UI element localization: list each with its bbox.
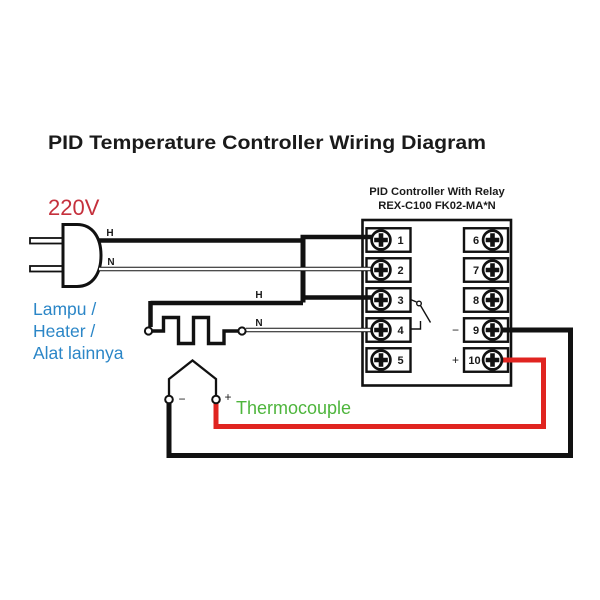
screw-terminal-2	[370, 259, 392, 281]
load-label-line2: Heater /	[33, 321, 95, 341]
neutral-label-plug: N	[107, 257, 114, 268]
load-label-line1: Lampu /	[33, 299, 96, 319]
terminal-number-5: 5	[397, 355, 403, 367]
screw-terminal-4	[370, 319, 392, 341]
relay-contact	[416, 300, 423, 307]
terminal-9-sign: −	[452, 323, 459, 337]
power-plug	[29, 223, 103, 288]
terminal-number-2: 2	[397, 265, 403, 277]
heater-coil	[152, 315, 238, 346]
terminal-number-10: 10	[468, 355, 480, 367]
screw-terminal-7	[481, 259, 504, 281]
thermocouple-positive-sign: +	[224, 390, 231, 404]
terminal-number-9: 9	[473, 325, 479, 337]
heater-terminal-right	[237, 326, 247, 336]
screw-terminal-1	[370, 229, 392, 251]
plug-prong-neutral	[29, 265, 65, 273]
screw-terminal-3	[370, 289, 392, 311]
thermocouple-terminal-negative	[164, 394, 174, 405]
controller-name-line2: REX-C100 FK02-MA*N	[378, 200, 496, 212]
relay-lead-4	[410, 321, 422, 330]
terminal-number-3: 3	[397, 295, 403, 307]
terminal-number-7: 7	[473, 265, 479, 277]
terminal-number-6: 6	[473, 235, 479, 247]
thermocouple-symbol	[164, 359, 221, 405]
relay-blade	[419, 305, 432, 323]
heater-terminal-left	[143, 326, 154, 336]
wire-thermocouple-positive	[213, 357, 546, 429]
screw-terminal-5	[370, 349, 392, 371]
wires	[99, 234, 573, 458]
plug-prong-live	[29, 237, 65, 245]
terminal-number-1: 1	[397, 235, 403, 247]
screw-terminal-8	[481, 289, 504, 311]
terminal-number-8: 8	[473, 295, 479, 307]
thermocouple-label: Thermocouple	[236, 398, 351, 418]
screw-terminal-10	[481, 349, 504, 371]
terminal-number-4: 4	[397, 325, 404, 337]
controller-name-line1: PID Controller With Relay	[369, 186, 505, 198]
voltage-label: 220V	[48, 195, 100, 220]
terminal-10-sign: +	[452, 353, 459, 367]
thermocouple-terminal-positive	[211, 394, 221, 405]
relay-switch	[410, 298, 432, 330]
plug-body	[61, 223, 103, 288]
wire-thermocouple-negative	[166, 327, 573, 458]
neutral-label-heater: N	[255, 318, 262, 329]
screw-terminal-9	[481, 319, 504, 341]
diagram-title: PID Temperature Controller Wiring Diagra…	[48, 132, 486, 154]
live-label-plug: H	[106, 228, 113, 239]
heater-element	[143, 315, 247, 346]
load-label-line3: Alat lainnya	[33, 343, 124, 363]
load-label: Lampu / Heater / Alat lainnya	[33, 299, 124, 363]
thermocouple-negative-sign: −	[178, 392, 185, 406]
relay-lead-3	[410, 298, 417, 303]
live-label-heater: H	[255, 290, 262, 301]
thermocouple-probe	[167, 359, 218, 396]
screw-terminal-6	[481, 229, 504, 251]
terminal-numbers: 1 2 3 4 5 6 7 8 9 10	[397, 235, 480, 367]
